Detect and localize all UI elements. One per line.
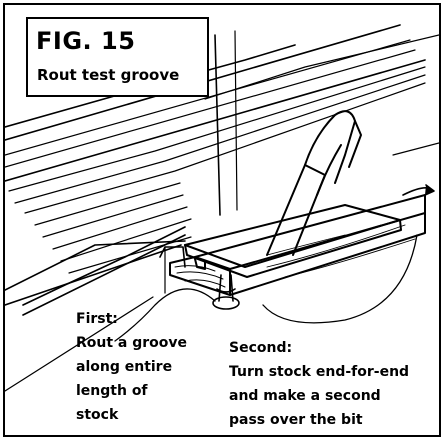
- callout-first-heading: First:: [76, 311, 118, 327]
- figure-frame: FIG. 15 Rout test groove First: Rout a g…: [3, 3, 441, 437]
- table-insert: [159, 246, 186, 294]
- callout-first-line: length of: [76, 383, 148, 399]
- callout-first-step: First: Rout a groove along entire length…: [76, 307, 187, 427]
- figure-title-box: FIG. 15 Rout test groove: [26, 17, 209, 97]
- push-block-base: [184, 204, 402, 278]
- callout-second-line: Turn stock end-for-end: [229, 364, 410, 380]
- fence-rail: [22, 226, 186, 316]
- callout-second-line: and make a second: [229, 388, 381, 404]
- callout-second-line: pass over the bit: [229, 412, 363, 428]
- pass-direction-arrow: [402, 184, 435, 196]
- push-block-handle: [266, 110, 362, 256]
- callout-first-line: along entire: [76, 359, 173, 375]
- router-table-illustration: [5, 24, 439, 392]
- callout-second-heading: Second:: [229, 340, 293, 356]
- figure-subtitle: Rout test groove: [37, 66, 180, 84]
- test-stock: [169, 194, 426, 296]
- callout-first-line: stock: [76, 407, 119, 423]
- figure-title: FIG. 15: [36, 27, 136, 55]
- callout-first-line: Rout a groove: [76, 335, 188, 351]
- callout-second-step: Second: Turn stock end-for-end and make …: [229, 336, 409, 432]
- router-bit: [212, 274, 240, 310]
- callout-leaders: [114, 234, 418, 342]
